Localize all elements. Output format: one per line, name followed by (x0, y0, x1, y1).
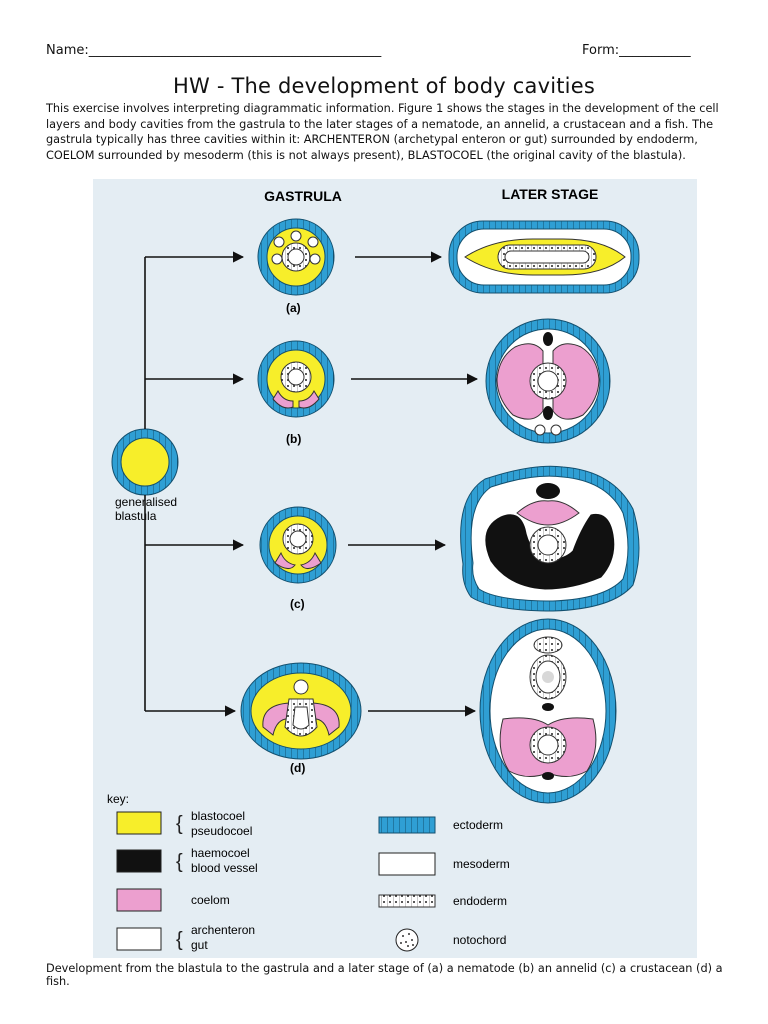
page-title: HW - The development of body cavities (173, 74, 595, 98)
key-label-coelom: coelom (191, 893, 230, 907)
key-swatch-blastocoel (116, 811, 162, 835)
label-a: (a) (286, 301, 301, 315)
key-brace-3: { (176, 929, 183, 951)
blastula-label-line-2: blastula (115, 509, 157, 523)
gastrula-b (257, 340, 335, 418)
key-label-endoderm: endoderm (453, 894, 507, 908)
key-swatch-endoderm (378, 894, 436, 908)
key-label-archenteron: archenteron (191, 923, 255, 937)
figure-caption: Development from the blastula to the gas… (46, 962, 723, 988)
key-label-ectoderm: ectoderm (453, 818, 503, 832)
key-label-pseudocoel: pseudocoel (191, 824, 252, 838)
branch-arrows (144, 251, 479, 717)
key-title: key: (107, 792, 129, 806)
key-brace-1: { (176, 813, 183, 835)
key-swatch-haemocoel (116, 849, 162, 873)
later-stage-c (460, 465, 640, 612)
later-stage-b (485, 318, 611, 444)
key-label-notochord: notochord (453, 933, 506, 947)
key-label-gut: gut (191, 938, 208, 952)
key-swatch-mesoderm (378, 852, 436, 876)
key-swatch-ectoderm (378, 816, 436, 834)
label-c: (c) (290, 597, 305, 611)
gastrula-a (257, 218, 335, 296)
intro-paragraph: This exercise involves interpreting diag… (46, 102, 719, 162)
gastrula-column-title: GASTRULA (264, 188, 342, 204)
key-label-mesoderm: mesoderm (453, 857, 510, 871)
later-stage-column-title: LATER STAGE (502, 186, 599, 202)
label-d: (d) (290, 761, 305, 775)
label-b: (b) (286, 432, 301, 446)
name-field-label: Name:___________________________________… (46, 43, 382, 58)
key-brace-2: { (176, 851, 183, 873)
key-label-blastocoel: blastocoel (191, 809, 245, 823)
key-swatch-notochord (395, 928, 419, 952)
key-label-haemocoel: haemocoel (191, 846, 250, 860)
later-stage-a (448, 220, 640, 294)
gastrula-c (259, 506, 337, 584)
body-cavities-figure: GASTRULA LATER STAGE generalised blastul… (93, 179, 697, 958)
form-field-label: Form:___________ (582, 43, 691, 58)
gastrula-d (240, 662, 362, 760)
key-label-blood-vessel: blood vessel (191, 861, 258, 875)
generalised-blastula (111, 428, 179, 496)
key-swatch-archenteron (116, 927, 162, 951)
key-swatch-coelom (116, 888, 162, 912)
later-stage-d (479, 618, 617, 804)
blastula-label-line-1: generalised (115, 495, 177, 509)
